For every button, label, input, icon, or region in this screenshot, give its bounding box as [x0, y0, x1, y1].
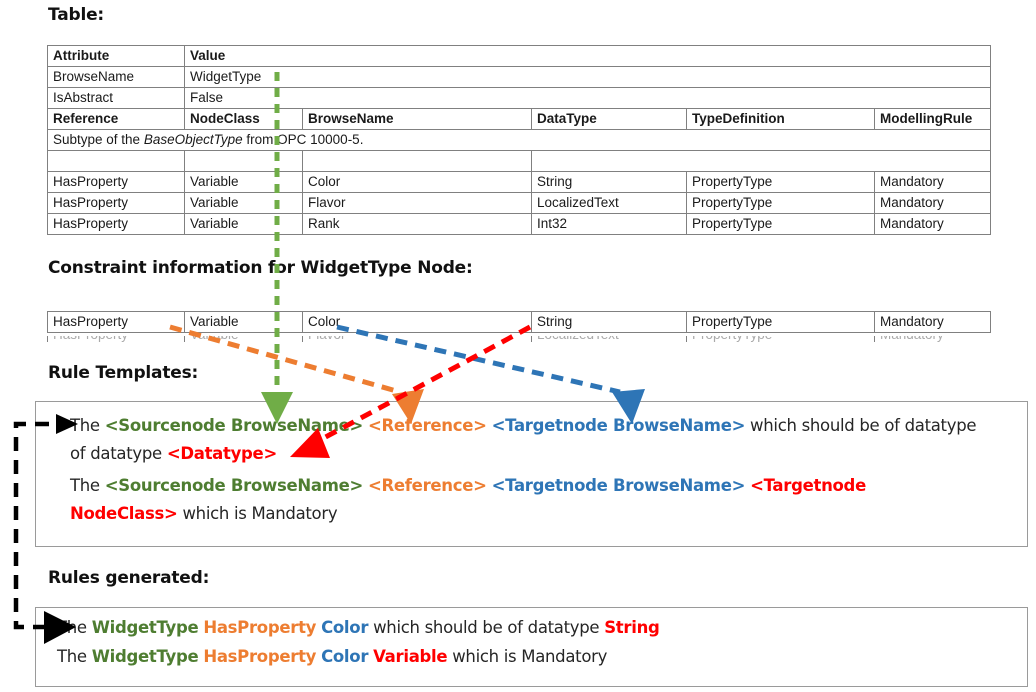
constraint-table: HasProperty Variable Color String Proper…	[47, 311, 991, 333]
cell-nodeclass: Variable	[184, 311, 303, 333]
tpl1-reference: <Reference>	[367, 416, 487, 435]
cell-isabstract-label: IsAbstract	[47, 87, 185, 109]
cell-spacer	[530, 150, 992, 172]
table-row: BrowseName WidgetType	[47, 66, 992, 88]
table-row: HasProperty Variable Rank Int32 Property…	[47, 213, 992, 235]
cell-modellingrule: Mandatory	[873, 171, 992, 193]
table-row-subtype-note: Subtype of the BaseObjectType from OPC 1…	[46, 129, 992, 151]
rule-template-line-2: The <Sourcenode BrowseName> <Reference> …	[70, 476, 866, 495]
cell-reference: HasProperty	[47, 213, 185, 235]
cell-typedefinition: PropertyType	[686, 213, 875, 235]
cell-browsename-value: WidgetType	[183, 66, 992, 88]
cell-nodeclass: Variable	[184, 192, 303, 214]
cell-modellingrule: Mandatory	[873, 213, 992, 235]
cell-browsename: Rank	[302, 213, 532, 235]
gen1-targetnode: Color	[321, 618, 369, 637]
tpl2-reference: <Reference>	[367, 476, 487, 495]
rule-template-line-1: The <Sourcenode BrowseName> <Reference> …	[70, 416, 977, 435]
subtype-italic: BaseObjectType	[143, 132, 243, 147]
rule-templates-box: The <Sourcenode BrowseName> <Reference> …	[35, 401, 1028, 547]
cell-typedefinition-header: TypeDefinition	[686, 108, 875, 130]
gen2-tail: which is Mandatory	[447, 647, 608, 666]
tpl1-tail: which should be of datatype	[745, 416, 977, 435]
table-row-attribute-header: Attribute Value	[47, 45, 992, 67]
cell-isabstract-value: False	[183, 87, 992, 109]
subtype-suffix: from OPC 10000-5.	[242, 132, 364, 147]
cell-attribute-header: Attribute	[47, 45, 185, 67]
table-row-spacer	[47, 150, 992, 172]
gen1-the: The	[57, 618, 92, 637]
cell-typedefinition: PropertyType	[686, 192, 875, 214]
rule-generated-line-1: The WidgetType HasProperty Color which s…	[57, 618, 660, 637]
tpl1-wrap-text: of datatype	[70, 444, 167, 463]
tpl2-sourcenode: <Sourcenode BrowseName>	[104, 476, 364, 495]
cell-nodeclass: Variable	[184, 213, 303, 235]
cell-browsename: Flavor	[302, 192, 532, 214]
rule-templates-heading: Rule Templates:	[48, 363, 199, 383]
cell-datatype: Int32	[531, 213, 687, 235]
table-row: IsAbstract False	[47, 87, 992, 109]
table-row: HasProperty Variable Flavor LocalizedTex…	[47, 192, 992, 214]
rule-generated-line-2: The WidgetType HasProperty Color Variabl…	[57, 647, 607, 666]
tpl1-the: The	[70, 416, 105, 435]
page-title-table: Table:	[48, 5, 105, 25]
cell-browsename-label: BrowseName	[47, 66, 185, 88]
cell-datatype: String	[531, 171, 687, 193]
subtype-prefix: Subtype of the	[53, 132, 144, 147]
cell-subtype-note: Subtype of the BaseObjectType from OPC 1…	[46, 129, 992, 151]
cell-typedefinition: PropertyType	[686, 311, 875, 333]
gen2-targetnode: Color	[321, 647, 369, 666]
gen2-reference: HasProperty	[203, 647, 317, 666]
cell-reference: HasProperty	[47, 192, 185, 214]
rule-template-line-1-cont: of datatype <Datatype>	[70, 444, 277, 463]
cell-datatype-header: DataType	[531, 108, 687, 130]
rules-generated-heading: Rules generated:	[48, 568, 210, 588]
cell-nodeclass-header: NodeClass	[184, 108, 303, 130]
tpl2-targetnodeclass-part2: NodeClass>	[70, 504, 178, 523]
cell-datatype: String	[531, 311, 687, 333]
cell-spacer	[184, 150, 303, 172]
cell-datatype: LocalizedText	[531, 192, 687, 214]
cell-value-header: Value	[183, 45, 992, 67]
cell-browsename: Color	[302, 171, 532, 193]
cell-spacer	[47, 150, 185, 172]
tpl2-tail: which is Mandatory	[177, 504, 338, 523]
cell-nodeclass: Variable	[184, 171, 303, 193]
gen2-sourcenode: WidgetType	[91, 647, 199, 666]
rule-template-line-2-cont: NodeClass> which is Mandatory	[70, 504, 338, 523]
tpl1-targetnode: <Targetnode BrowseName>	[491, 416, 746, 435]
tpl1-sourcenode: <Sourcenode BrowseName>	[104, 416, 364, 435]
cell-modellingrule-header: ModellingRule	[873, 108, 992, 130]
cell-browsename-header: BrowseName	[302, 108, 532, 130]
gen1-sourcenode: WidgetType	[91, 618, 199, 637]
table-row: HasProperty Variable Color String Proper…	[47, 171, 992, 193]
gen1-mid: which should be of datatype	[368, 618, 605, 637]
tpl2-targetnodeclass-part1: <Targetnode	[750, 476, 866, 495]
widget-type-table: Attribute Value BrowseName WidgetType Is…	[46, 45, 992, 235]
cell-modellingrule: Mandatory	[873, 192, 992, 214]
cell-typedefinition: PropertyType	[686, 171, 875, 193]
cell-reference-header: Reference	[47, 108, 185, 130]
table-row-constraint: HasProperty Variable Color String Proper…	[47, 311, 991, 333]
tpl2-the: The	[70, 476, 105, 495]
cell-reference: HasProperty	[47, 311, 185, 333]
gen2-nodeclass: Variable	[373, 647, 448, 666]
gen1-datatype: String	[604, 618, 660, 637]
cell-browsename: Color	[302, 311, 532, 333]
gen2-the: The	[57, 647, 92, 666]
table-row-reference-header: Reference NodeClass BrowseName DataType …	[47, 108, 992, 130]
cell-reference: HasProperty	[47, 171, 185, 193]
tpl1-datatype: <Datatype>	[166, 444, 277, 463]
tpl2-targetnode: <Targetnode BrowseName>	[491, 476, 746, 495]
rules-generated-box: The WidgetType HasProperty Color which s…	[35, 607, 1028, 687]
constraint-section-heading: Constraint information for WidgetType No…	[48, 258, 473, 278]
cell-spacer	[302, 150, 532, 172]
gen1-reference: HasProperty	[203, 618, 317, 637]
cell-modellingrule: Mandatory	[874, 311, 991, 333]
